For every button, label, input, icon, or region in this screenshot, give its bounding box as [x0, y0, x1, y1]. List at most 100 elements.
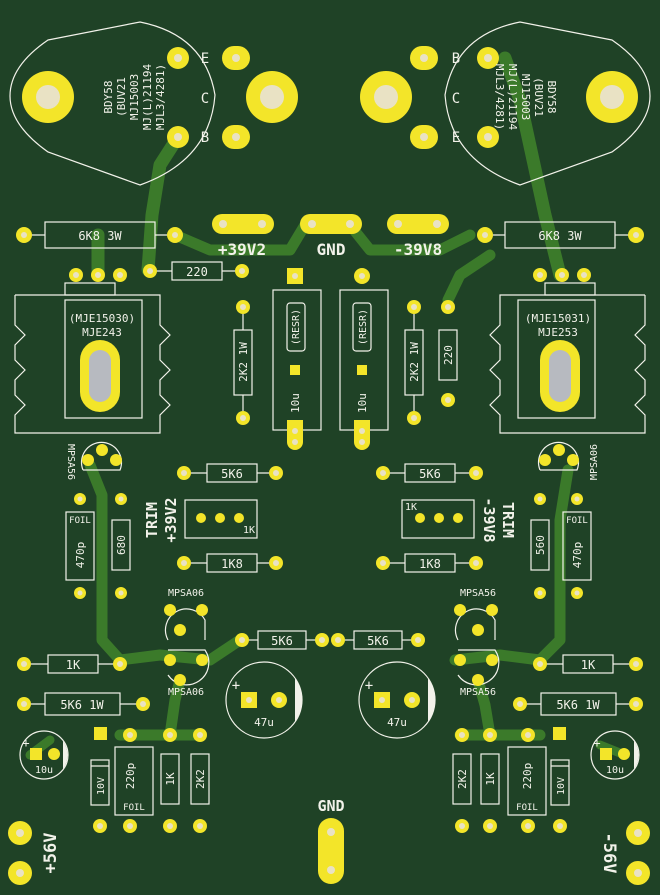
foil-right-label: FOIL — [566, 516, 588, 526]
q-left-pin-b-label: B — [201, 130, 209, 146]
trace-left-base — [141, 130, 185, 277]
r-560-right: 560 — [530, 493, 550, 599]
r-2k2-1w-right: 2K2 1W — [404, 300, 424, 425]
driver-left-part-b: MJE243 — [82, 326, 122, 339]
svg-text:+: + — [593, 736, 600, 750]
r-5k6-1w-right: 5K6 1W — [513, 692, 643, 716]
r-2k2-1w-right-label: 2K2 1W — [408, 342, 421, 382]
r-1k-right: 1K — [533, 654, 643, 674]
q-right-part-2: (BUV21 — [532, 77, 545, 117]
zener-10v-left: 10V — [90, 727, 110, 833]
cap-470p-foil-left: FOIL 470p — [65, 493, 95, 599]
r-2k2-vert-left: 2K2 — [190, 728, 210, 833]
cap-220p-foil-right: 220p FOIL — [507, 728, 547, 833]
supply-pos-56v: +56V — [8, 821, 61, 885]
mpsa56-right-lower-label: MPSA56 — [460, 687, 496, 698]
r-220-left-label: 220 — [186, 265, 208, 279]
r-5k6-upper-left-label: 5K6 — [221, 467, 243, 481]
driver-left-part-a: (MJE15030) — [69, 312, 135, 325]
r-5k6-mid-left: 5K6 — [235, 630, 329, 650]
cap-10u-small-left: + 10u — [19, 730, 69, 780]
trim-right-label: TRIM — [499, 502, 517, 538]
trim-right-1k: 1K — [405, 502, 417, 513]
cap-10u-small-right-label: 10u — [606, 765, 624, 776]
q-left-part-2: (BUV21 — [115, 77, 128, 117]
foil-left-label: FOIL — [69, 516, 91, 526]
q-left-part-3: MJ15003 — [128, 74, 141, 120]
trace-right-220 — [442, 249, 496, 306]
r-6k8-3w-right: 6K8 3W — [477, 221, 644, 249]
rail-pos-label: +39V2 — [218, 240, 266, 259]
q-right-part-3: MJ15003 — [519, 74, 532, 120]
cap-220p-right-label: 220p — [521, 763, 534, 790]
trim-left-1k: 1K — [243, 525, 255, 536]
trim-pot-right: 1K -39V8 TRIM — [401, 497, 517, 543]
mpsa56-right-upper: MPSA56 — [454, 588, 498, 641]
svg-text:+: + — [22, 736, 29, 750]
mpsa56-right-label: MPSA56 — [460, 588, 496, 599]
r-5k6-mid-left-label: 5K6 — [271, 634, 293, 648]
r-2k2-vert-left-label: 2K2 — [194, 769, 207, 789]
r-220-vertical-right: 220 — [438, 300, 458, 407]
cap-470p-foil-right: FOIL 470p — [562, 493, 592, 599]
r-1k-vert-left-label: 1K — [164, 772, 177, 786]
cap-10u-right: (RESR) 10u — [339, 268, 389, 450]
r-1k-left-label: 1K — [66, 658, 81, 672]
foil-220p-left-label: FOIL — [123, 803, 145, 813]
mpsa56-left-top: MPSA56 — [65, 441, 123, 480]
cap-10u-right-label: 10u — [356, 393, 369, 413]
r-2k2-vert-right: 2K2 — [452, 728, 472, 833]
mpsa06-right-top: MPSA06 — [537, 441, 600, 480]
supply-neg-56v: -56V — [599, 821, 650, 885]
cap-470p-right-label: 470p — [571, 542, 584, 569]
mpsa06-left-label: MPSA06 — [168, 588, 204, 599]
mpsa56-left-top-label: MPSA56 — [65, 444, 76, 480]
r-5k6-1w-left: 5K6 1W — [17, 692, 150, 716]
r-6k8-left-label: 6K8 3W — [78, 229, 122, 243]
zener-10v-right: 10V — [550, 727, 570, 833]
r-2k2-1w-left-label: 2K2 1W — [237, 342, 250, 382]
cap-220p-left-label: 220p — [124, 763, 137, 790]
cap-47u-left: + 47u — [225, 661, 303, 739]
r-5k6-mid-right: 5K6 — [331, 630, 425, 650]
driver-right: (MJE15031) MJE253 — [489, 268, 646, 434]
trace-right-base — [498, 51, 567, 282]
r-220-top-left: 220 — [143, 261, 249, 281]
cap-47u-right-plus: + — [365, 678, 373, 694]
r-1k8-right-label: 1K8 — [419, 557, 441, 571]
q-left-to3: E C B BDY58 (BUV21 MJ15003 MJ(L)21194 MJ… — [9, 21, 298, 186]
mpsa06-left-upper: MPSA06 — [164, 588, 208, 641]
cap-47u-right: + 47u — [358, 661, 436, 739]
gnd-bottom-label: GND — [317, 797, 344, 815]
cap-47u-left-label: 47u — [254, 716, 274, 729]
cap-10u-small-right: + 10u — [590, 730, 640, 780]
r-1k8-left: 1K8 — [177, 553, 283, 573]
r-220-vertical-label: 220 — [442, 345, 455, 365]
q-right-outline — [444, 21, 651, 186]
resr-right-label: (RESR) — [358, 309, 369, 345]
r-5k6-upper-left: 5K6 — [177, 463, 283, 483]
q-right-part-4: MJ(L)21194 — [506, 64, 519, 131]
q-right-part-5: MJL3/4281) — [493, 64, 506, 130]
driver-left: (MJE15030) MJE243 — [14, 268, 171, 434]
cap-10u-small-left-label: 10u — [35, 765, 53, 776]
r-5k6-1w-right-label: 5K6 1W — [556, 698, 600, 712]
q-left-pin-e-label: E — [201, 51, 209, 67]
cap-470p-left-label: 470p — [74, 542, 87, 569]
r-5k6-1w-left-label: 5K6 1W — [60, 698, 104, 712]
r-1k-left: 1K — [17, 654, 127, 674]
q-left-part-5: MJL3/4281) — [154, 64, 167, 130]
r-1k8-right: 1K8 — [376, 553, 483, 573]
r-6k8-right-label: 6K8 3W — [538, 229, 582, 243]
q-right-pin-e-label: E — [452, 130, 460, 146]
r-1k-vert-left: 1K — [160, 728, 180, 833]
rail-connectors: +39V2 GND -39V8 — [212, 214, 449, 259]
rail-neg-label: -39V8 — [394, 240, 442, 259]
r-2k2-vert-right-label: 2K2 — [456, 769, 469, 789]
cap-47u-left-plus: + — [232, 678, 240, 694]
cap-10u-left-label: 10u — [289, 393, 302, 413]
r-680-left: 680 — [111, 493, 131, 599]
trim-pot-left: TRIM +39V2 1K — [143, 497, 258, 543]
trim-left-label: TRIM — [143, 502, 161, 538]
